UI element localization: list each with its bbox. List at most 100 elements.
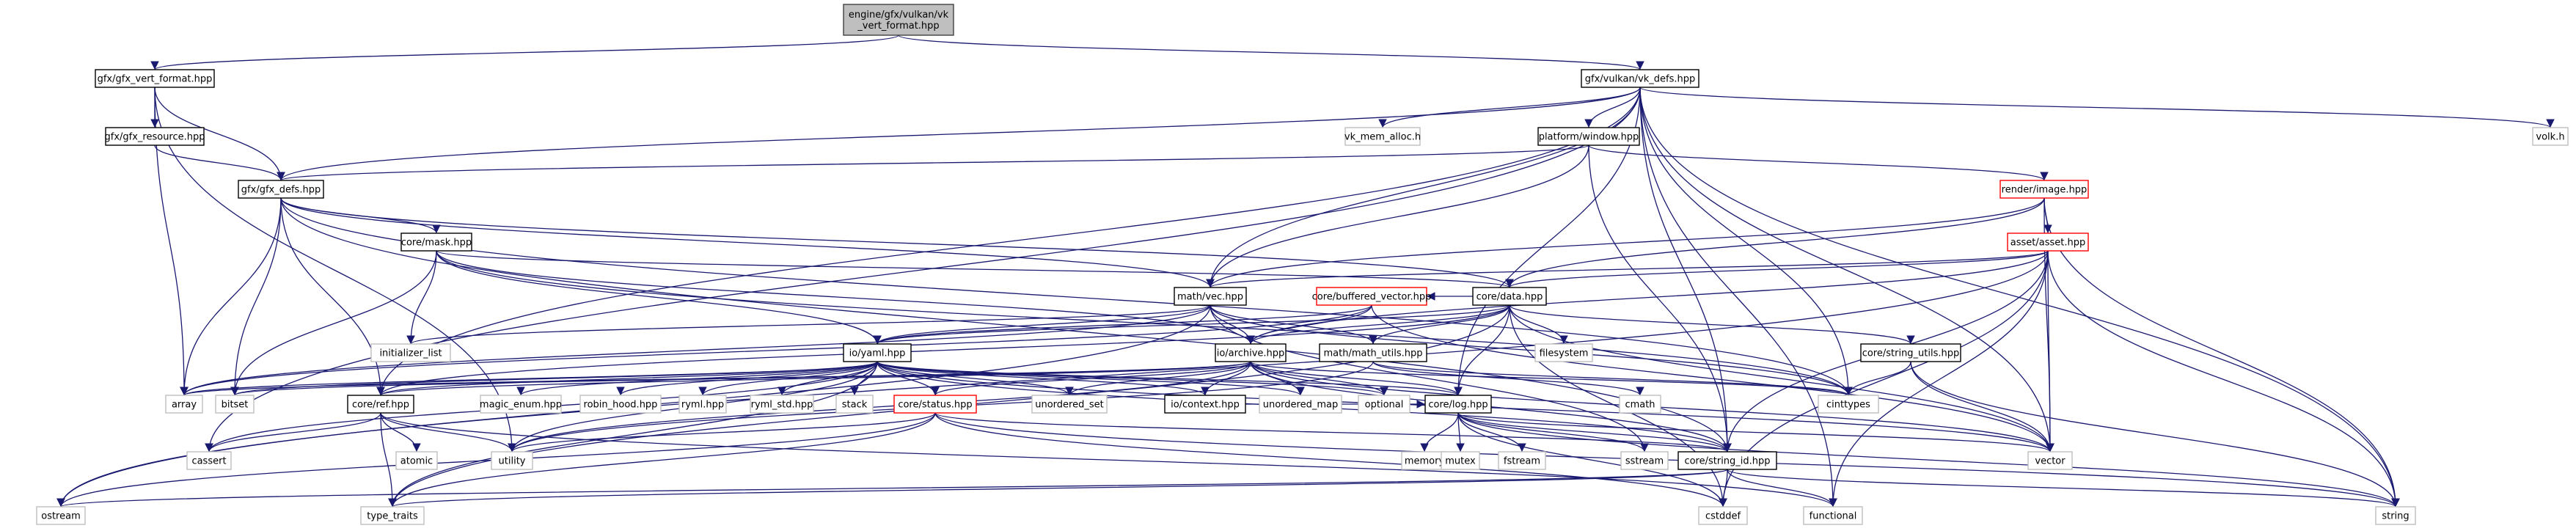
node-box (1344, 127, 1421, 146)
edge-yaml-to-unordered_set (877, 361, 1074, 396)
node-box (370, 343, 451, 362)
edge-vk_defs-to-volk (1639, 87, 2555, 128)
node-math-utils[interactable]: math/math_utils.hpp (1319, 343, 1427, 362)
edge-vec-to-sstream (1210, 304, 1649, 453)
node-cmath: cmath (1619, 395, 1661, 414)
edge-vk_defs-to-cassert (205, 87, 1641, 453)
node-root[interactable]: engine/gfx/vulkan/vk_vert_format.hpp (843, 4, 954, 36)
edge-string_id-to-functional (1727, 469, 1837, 508)
node-vk-defs[interactable]: gfx/vulkan/vk_defs.hpp (1581, 69, 1699, 88)
node-gfx-resource[interactable]: gfx/gfx_resource.hpp (104, 127, 205, 146)
edge-archive-to-ref (376, 361, 1251, 396)
edge-buffered_vector-to-vector (1371, 304, 2054, 453)
edge-buffered_vector-to-array (180, 304, 1372, 396)
node-data[interactable]: core/data.hpp (1472, 287, 1547, 306)
node-label: atomic (400, 456, 433, 467)
node-label: io/yaml.hpp (849, 348, 906, 359)
node-label: gfx/gfx_defs.hpp (241, 185, 321, 196)
edge-root-to-gfx_vert_format (150, 34, 899, 70)
node-box (1860, 343, 1961, 362)
edge-log-to-cstddef (1457, 412, 1727, 508)
node-label: unordered_set (1035, 400, 1103, 411)
node-label: volk.h (2536, 132, 2564, 143)
node-label: type_traits (367, 511, 418, 522)
edge-vec-to-array (180, 304, 1211, 396)
node-label: core/data.hpp (1477, 292, 1543, 303)
node-bitset: bitset (215, 395, 255, 414)
edge-mask-to-initializer_list (406, 250, 437, 345)
node-box (1537, 127, 1640, 146)
node-string-utils[interactable]: core/string_utils.hpp (1860, 343, 1961, 362)
node-label: io/archive.hpp (1217, 348, 1285, 359)
graph-nodes: engine/gfx/vulkan/vk_vert_format.hpp gfx/… (36, 4, 2569, 525)
node-asset[interactable]: asset/asset.hpp (2007, 232, 2089, 252)
node-box (1174, 287, 1247, 306)
edge-string_id-to-ostream (57, 469, 1728, 508)
edge-yaml-to-context (877, 361, 1210, 396)
node-box (1164, 395, 1246, 414)
node-label: core/buffered_vector.hpp (1312, 292, 1432, 303)
edge-vk_defs-to-vk_mem_alloc (1378, 87, 1641, 128)
node-buffered-vector[interactable]: core/buffered_vector.hpp (1312, 287, 1432, 306)
node-log[interactable]: core/log.hpp (1424, 395, 1492, 414)
node-type-traits: type_traits (360, 506, 425, 525)
node-fstream: fstream (1498, 451, 1546, 470)
edge-data-to-archive (1246, 304, 1510, 345)
edge-archive-to-optional (1250, 361, 1388, 396)
edge-archive-to-utility (508, 361, 1251, 453)
node-gfx-defs[interactable]: gfx/gfx_defs.hpp (238, 180, 324, 199)
node-magic-enum: magic_enum.hpp (480, 395, 562, 414)
node-gfx-vert-format[interactable]: gfx/gfx_vert_format.hpp (95, 69, 215, 88)
node-mutex: mutex (1441, 451, 1480, 470)
node-vec[interactable]: math/vec.hpp (1174, 287, 1247, 306)
edge-mask-to-archive (436, 250, 1255, 345)
node-box (1441, 451, 1480, 470)
node-box (1472, 287, 1547, 306)
edge-gfx_defs-to-array (180, 197, 282, 396)
node-box (480, 395, 562, 414)
node-cstddef: cstddef (1698, 506, 1748, 525)
node-box (843, 4, 954, 36)
node-array: array (165, 395, 203, 414)
node-label: magic_enum.hpp (480, 400, 562, 411)
node-box (1620, 451, 1669, 470)
edge-image-to-data (1505, 197, 2045, 288)
edge-data-to-ref (376, 304, 1510, 396)
edge-yaml-to-ryml (698, 361, 878, 396)
node-ref[interactable]: core/ref.hpp (347, 395, 414, 414)
node-box (105, 127, 205, 146)
node-cinttypes: cinttypes (1818, 395, 1879, 414)
node-archive[interactable]: io/archive.hpp (1215, 343, 1287, 362)
edge-data-to-log (1454, 304, 1510, 396)
edge-data-to-string_utils (1509, 304, 1915, 345)
node-initializer-list: initializer_list (370, 343, 451, 362)
edge-window-to-vec (1206, 144, 1589, 288)
edge-data-to-vector (1509, 304, 2054, 453)
node-box (579, 395, 662, 414)
node-label: optional (1365, 400, 1404, 411)
node-label: functional (1810, 511, 1857, 522)
node-status[interactable]: core/status.hpp (893, 395, 977, 414)
node-vector: vector (2027, 451, 2073, 470)
node-mask[interactable]: core/mask.hpp (400, 232, 472, 252)
node-cassert: cassert (186, 451, 232, 470)
node-atomic: atomic (395, 451, 438, 470)
node-box (36, 506, 86, 525)
node-box (165, 395, 203, 414)
node-yaml[interactable]: io/yaml.hpp (843, 343, 912, 362)
node-string-id[interactable]: core/string_id.hpp (1677, 451, 1777, 470)
node-context[interactable]: io/context.hpp (1164, 395, 1246, 414)
node-label: vk_mem_alloc.h (1344, 132, 1421, 143)
node-image[interactable]: render/image.hpp (1999, 180, 2089, 199)
node-string: string (2375, 506, 2416, 525)
edge-log-to-sstream (1457, 412, 1649, 453)
node-label: asset/asset.hpp (2010, 238, 2085, 249)
node-window[interactable]: platform/window.hpp (1537, 127, 1640, 146)
edge-log-to-memory (1420, 412, 1459, 453)
edge-gfx_defs-to-vec (280, 197, 1215, 288)
node-label: utility (499, 456, 526, 467)
edge-archive-to-status (931, 361, 1251, 396)
node-box (2007, 232, 2089, 252)
node-box (1316, 287, 1427, 306)
edge-vk_defs-to-ref (376, 87, 1641, 396)
